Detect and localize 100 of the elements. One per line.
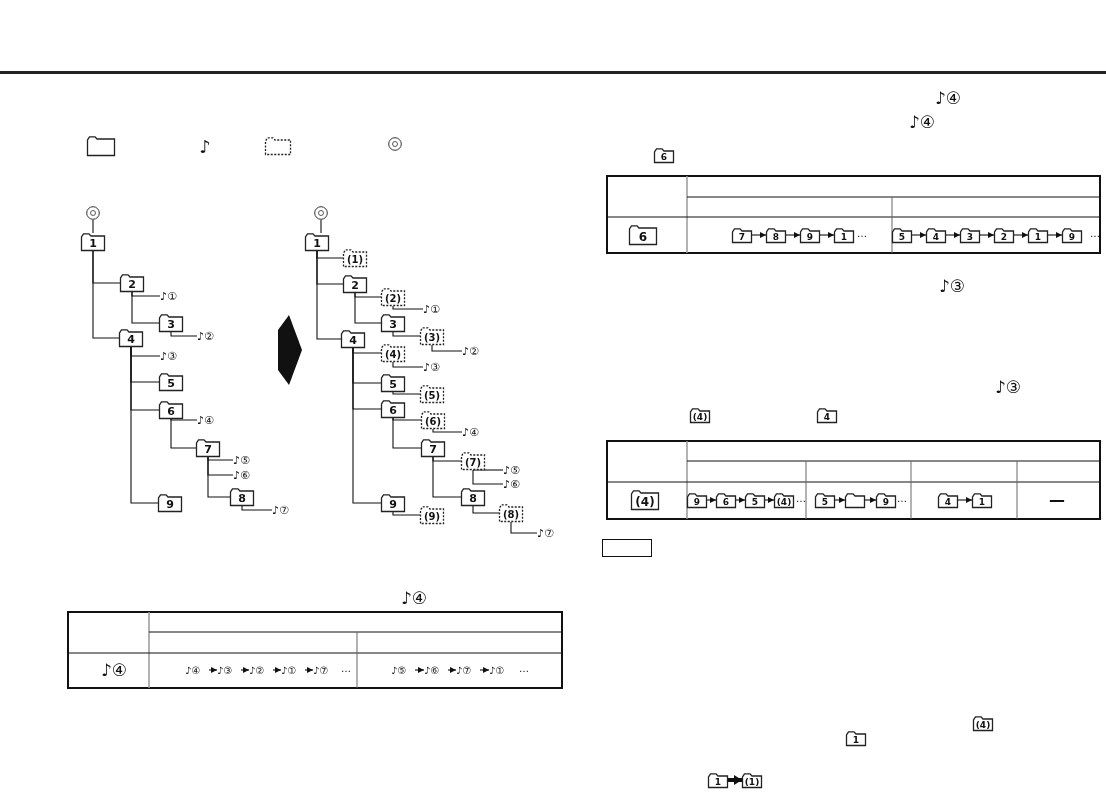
tree-line [207, 456, 231, 498]
folder-tag: (5) [420, 385, 444, 403]
folder-tag: 2 [120, 274, 144, 292]
track-label: ♪④ [185, 663, 209, 677]
folder-tag: 2 [994, 227, 1014, 243]
ellipsis: … [1090, 227, 1100, 239]
tree-line [472, 505, 500, 514]
tree-line [392, 361, 424, 368]
folder-tag: 9 [158, 494, 182, 512]
folder-tag: 1 [834, 227, 854, 243]
tree-line [432, 428, 463, 433]
track-label: ♪③ [938, 276, 966, 296]
arrow [208, 667, 218, 673]
folder-tag: 4 [926, 227, 946, 243]
folder-tag: 5 [892, 227, 912, 243]
tree-line [207, 456, 234, 461]
ellipsis: … [341, 662, 351, 674]
folder-tag: 3 [381, 314, 405, 332]
folder-tag: (8) [499, 504, 523, 522]
folder-tag: 9 [800, 227, 820, 243]
track-label: ♪⑤ [391, 663, 415, 677]
track-label: ♪② [249, 663, 273, 677]
track-label: ♪⑥ [503, 477, 531, 491]
track-label: ♪④ [934, 88, 962, 108]
folder-icon [845, 492, 865, 508]
folder-tag: (6) [421, 411, 445, 429]
arrow [479, 667, 490, 673]
folder-tag: 1 [1028, 227, 1048, 243]
folder-tag: (9) [420, 506, 444, 524]
track-label: ♪⑤ [503, 463, 531, 477]
tree-line [241, 505, 273, 511]
arrow [834, 497, 846, 503]
arrow [414, 667, 425, 673]
tree-line [131, 291, 160, 324]
ellipsis: … [519, 662, 529, 674]
arrow [728, 775, 742, 785]
folder-tag: 6 [159, 401, 183, 419]
track-label: ♪④ [908, 112, 936, 132]
folder-tag: 3 [159, 314, 183, 332]
track-label: ♪① [489, 663, 513, 677]
note-symbol: ♪ [199, 135, 211, 157]
folder-tag: (7) [461, 452, 485, 470]
folder-tag: 6 [629, 225, 657, 245]
disc-icon [86, 206, 100, 220]
track-label: ♪⑦ [456, 663, 480, 677]
track-label: ♪⑦ [537, 526, 565, 540]
folder-icon [265, 137, 291, 155]
folder-tag: 9 [687, 492, 707, 508]
folder-tag: 2 [343, 275, 367, 293]
tree-line [92, 250, 120, 339]
track-label: ♪① [160, 289, 188, 303]
arrow [272, 667, 282, 673]
track-label: ♪③ [423, 360, 451, 374]
arrow [785, 232, 801, 238]
folder-tag: 5 [745, 492, 765, 508]
arrow [764, 497, 775, 503]
folder-tag: 8 [461, 488, 485, 506]
track-label: ♪① [423, 302, 451, 316]
tree-line [170, 418, 197, 449]
tree-line [352, 347, 382, 504]
ellipsis: … [796, 492, 806, 504]
folder-tag: 8 [230, 488, 254, 506]
tree-line [392, 511, 421, 516]
track-label: ♪⑦ [272, 503, 300, 517]
arrow [1013, 232, 1029, 238]
track-label: ♪④ [400, 588, 428, 608]
folder-tag: 7 [196, 439, 220, 457]
tree-line [392, 417, 422, 421]
disc-icon [314, 206, 328, 220]
folder-tag: 1 [708, 772, 728, 788]
arrow [957, 497, 973, 503]
arrow [864, 497, 877, 503]
folder-tag: 8 [766, 227, 786, 243]
folder-tag: 6 [381, 400, 405, 418]
folder-tag: 5 [381, 374, 405, 392]
folder-tag: (4) [381, 344, 405, 362]
arrow [945, 232, 961, 238]
folder-tag: (1) [742, 772, 762, 788]
folder-tag: 7 [732, 227, 752, 243]
folder-tag: 1 [81, 233, 105, 251]
tree-line [354, 292, 382, 324]
folder-tag: 9 [876, 492, 896, 508]
tree-line [170, 331, 198, 337]
tree-line [472, 469, 504, 485]
folder-tag: 1 [305, 233, 329, 251]
arrow [240, 667, 250, 673]
arrow [706, 497, 717, 503]
folder-tag: 6 [654, 147, 674, 163]
track-label: ♪③ [160, 349, 188, 363]
track-label: ♪② [197, 329, 225, 343]
track-label: ♪④ [197, 413, 225, 427]
track-label: ♪④ [462, 425, 490, 439]
folder-tag: (2) [381, 288, 405, 306]
track-label: ♪④ [100, 660, 128, 680]
folder-tag: 4 [119, 329, 143, 347]
arrow [979, 232, 995, 238]
folder-tag: (4) [973, 715, 993, 731]
folder-tag: (4) [631, 490, 659, 510]
folder-tag: 9 [1062, 227, 1082, 243]
arrow [751, 232, 767, 238]
